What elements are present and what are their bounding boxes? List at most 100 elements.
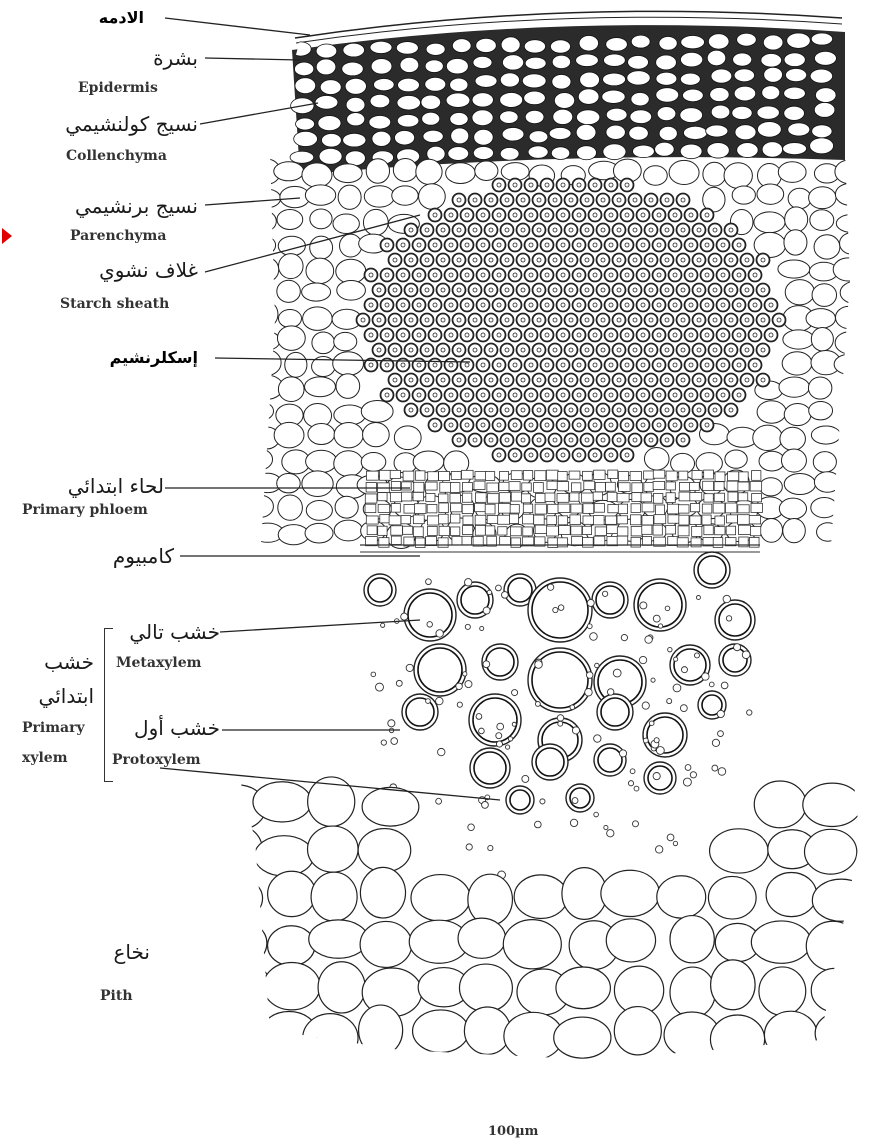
cell	[426, 493, 435, 501]
label-pith-en: Pith	[100, 988, 133, 1004]
cell	[296, 118, 315, 130]
scale-bar-label: 100µm	[488, 1124, 538, 1139]
cell	[522, 775, 529, 782]
cell	[418, 648, 462, 692]
cell	[513, 393, 517, 397]
cell	[585, 318, 589, 322]
cell	[385, 303, 389, 307]
cell	[497, 363, 501, 367]
cell	[670, 967, 715, 1018]
cell	[642, 536, 651, 545]
pith-cells	[210, 777, 870, 1064]
label-primary-xylem-en1: Primary	[22, 720, 85, 736]
cell	[521, 438, 525, 442]
cell	[449, 333, 453, 337]
cell	[553, 348, 557, 352]
cell	[481, 333, 485, 337]
cell	[814, 472, 840, 492]
cell	[452, 39, 471, 53]
cell	[561, 243, 565, 247]
cell	[545, 453, 549, 457]
cell	[513, 333, 517, 337]
cell	[558, 721, 563, 726]
cell	[753, 303, 757, 307]
cell	[617, 318, 621, 322]
cell	[428, 472, 439, 481]
cell	[457, 288, 461, 292]
cell	[449, 243, 453, 247]
cell	[391, 526, 403, 535]
cell	[308, 826, 359, 872]
cell	[697, 408, 701, 412]
cell	[441, 288, 445, 292]
cell	[585, 408, 589, 412]
cell	[654, 738, 659, 743]
cell	[433, 423, 437, 427]
cell	[726, 616, 731, 621]
cell	[642, 702, 649, 709]
cell	[656, 747, 664, 755]
cell	[640, 602, 647, 609]
cell	[717, 710, 724, 717]
cell	[706, 125, 728, 137]
cell	[473, 698, 517, 742]
cell	[645, 636, 652, 643]
cell	[338, 185, 361, 209]
cell	[713, 378, 717, 382]
cell	[441, 378, 445, 382]
cell	[316, 59, 336, 75]
cell	[505, 408, 509, 412]
cell	[705, 213, 709, 217]
cell	[757, 122, 781, 138]
cell	[318, 116, 341, 131]
cell	[562, 868, 607, 920]
cell	[391, 504, 400, 513]
cell	[642, 503, 654, 512]
cell	[525, 57, 546, 69]
cell	[558, 516, 567, 525]
cell	[537, 288, 541, 292]
cell	[713, 408, 717, 412]
cell	[436, 697, 443, 704]
cell	[810, 210, 834, 231]
cell	[609, 213, 613, 217]
cell	[426, 43, 445, 55]
cell	[481, 423, 485, 427]
cell	[535, 661, 543, 669]
cell	[309, 920, 368, 958]
label-collenchyma-en: Collenchyma	[66, 148, 167, 164]
cell	[723, 595, 730, 602]
cell	[398, 78, 420, 92]
cell	[651, 678, 655, 682]
cell	[505, 198, 509, 202]
cell	[681, 198, 685, 202]
cell	[483, 607, 490, 614]
cell	[737, 273, 741, 277]
cell	[811, 968, 859, 1012]
label-parenchyma-en: Parenchyma	[70, 228, 166, 244]
cell	[497, 183, 501, 187]
cell	[561, 183, 565, 187]
cell	[633, 378, 637, 382]
cell	[571, 504, 582, 513]
cell	[594, 470, 605, 479]
cell	[633, 198, 637, 202]
cell	[657, 393, 661, 397]
cell	[649, 288, 653, 292]
cell	[601, 348, 605, 352]
cell	[529, 453, 533, 457]
cell	[483, 661, 490, 668]
cell	[396, 42, 418, 55]
cell	[521, 258, 525, 262]
cell	[811, 33, 832, 45]
cell	[666, 471, 677, 481]
cell	[278, 254, 303, 279]
cell	[604, 54, 626, 66]
cell	[505, 288, 509, 292]
cell	[751, 921, 810, 963]
cell	[486, 648, 514, 676]
cell	[377, 348, 381, 352]
cell	[425, 60, 443, 73]
cell	[510, 505, 519, 513]
cell	[557, 494, 569, 503]
